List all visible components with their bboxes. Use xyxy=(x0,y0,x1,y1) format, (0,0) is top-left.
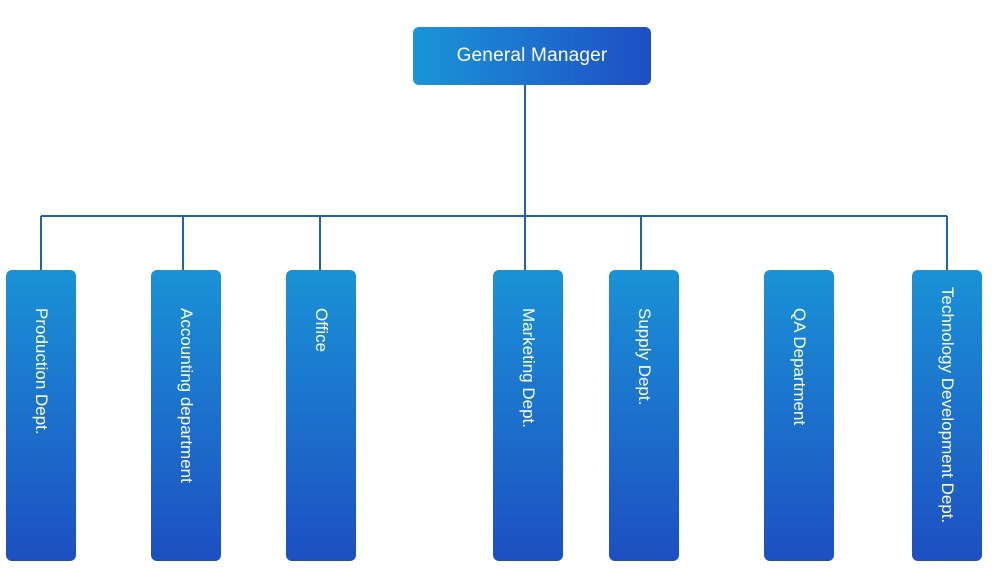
production-dept-label: Production Dept. xyxy=(32,308,51,435)
general-manager-label: General Manager xyxy=(456,45,608,66)
production-dept-node: Production Dept. xyxy=(6,270,76,561)
qa-department-node: QA Department xyxy=(764,270,834,561)
marketing-dept-label: Marketing Dept. xyxy=(519,308,538,428)
office-node: Office xyxy=(286,270,356,561)
qa-department-label: QA Department xyxy=(790,308,809,426)
marketing-dept-node: Marketing Dept. xyxy=(493,270,563,561)
accounting-department-label: Accounting department xyxy=(177,308,196,483)
office-label: Office xyxy=(312,308,331,353)
accounting-department-node: Accounting department xyxy=(151,270,221,561)
supply-dept-node: Supply Dept. xyxy=(609,270,679,561)
technology-development-dept-node: Technology Development Dept. xyxy=(912,270,982,561)
general-manager-node: General Manager xyxy=(413,27,651,85)
supply-dept-label: Supply Dept. xyxy=(635,308,654,406)
technology-development-dept-label: Technology Development Dept. xyxy=(938,287,957,524)
